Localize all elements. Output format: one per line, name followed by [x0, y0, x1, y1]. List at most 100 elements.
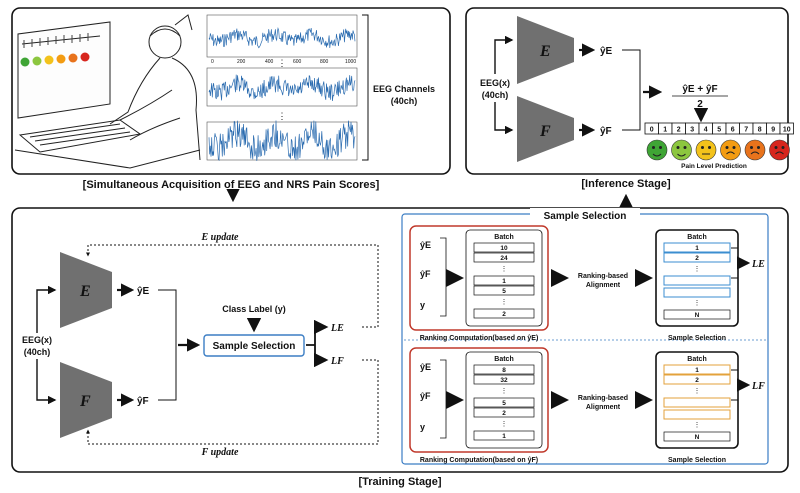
- pain-face-icon: [646, 139, 668, 161]
- loss-e-label: LE: [330, 323, 344, 334]
- train-model-f: [60, 362, 112, 438]
- selected-cell: [663, 275, 731, 286]
- scale-number: 0: [650, 127, 654, 134]
- subject-illustration: [14, 14, 201, 169]
- batch-cell: [473, 374, 535, 385]
- batch-value: 32: [500, 377, 508, 384]
- batch-value: 1: [502, 433, 506, 440]
- face-eye: [701, 146, 704, 149]
- average-denominator: 2: [697, 99, 703, 110]
- selected-value: N: [695, 312, 700, 319]
- batch-value: 2: [502, 311, 506, 318]
- selected-cell: [663, 409, 731, 420]
- class-label: Class Label (y): [222, 304, 286, 314]
- batch-label: Batch: [494, 356, 513, 363]
- scale-number: 6: [731, 127, 735, 134]
- batch-ellipsis: ⋮: [501, 299, 508, 306]
- plot-tick-labels: 0 200 400 600 800 1000: [211, 59, 356, 65]
- pain-face-icon: [695, 139, 717, 161]
- ss-bottom-section: Ranking Computation(based on ŷF) ŷE ŷF y Bat…: [409, 347, 765, 464]
- selected-ellipsis: ⋮: [694, 388, 701, 395]
- batch-value: 10: [500, 245, 508, 252]
- alignment-label: Ranking-based: [578, 273, 628, 280]
- face-mouth: [726, 151, 735, 155]
- batch-ellipsis: ⋮: [501, 388, 508, 395]
- tick-label: 400: [265, 59, 274, 65]
- ranking-caption: Ranking Computation(based on ŷF): [420, 457, 538, 464]
- channels-count: (40ch): [391, 96, 418, 106]
- batch-value: 1: [502, 278, 506, 285]
- selected-cell: [663, 374, 731, 385]
- batch-cell: [473, 285, 535, 296]
- selection-caption: Sample Selection: [668, 457, 726, 464]
- e-update-label: E update: [201, 232, 240, 243]
- batch-label: Batch: [494, 234, 513, 241]
- inference-input-channels: (40ch): [482, 90, 509, 100]
- selected-value: 2: [695, 377, 699, 384]
- batch-value: 8: [502, 367, 506, 374]
- pain-face-icon: [671, 139, 692, 161]
- scale-number: 8: [758, 127, 762, 134]
- tick-label: 200: [237, 59, 246, 65]
- inference-caption: [Inference Stage]: [581, 178, 671, 190]
- training-input-label: EEG(x): [22, 335, 52, 345]
- scale-number: 9: [771, 127, 775, 134]
- batch-value: 5: [502, 288, 506, 295]
- row-label: ŷE: [420, 362, 431, 372]
- pain-face-icon: [720, 139, 741, 161]
- batch-cell: [473, 430, 535, 441]
- model-e-trapezoid: [517, 16, 574, 84]
- alignment-label: Ranking-based: [578, 395, 628, 402]
- training-caption: [Training Stage]: [358, 476, 441, 488]
- pain-face-row: [20, 52, 90, 67]
- eeg-plot-2: [206, 67, 358, 107]
- selected-cell: [663, 309, 731, 320]
- batch-cell: [473, 364, 535, 375]
- eeg-plot-3: [206, 120, 358, 162]
- alignment-label: Alignment: [586, 404, 621, 411]
- face-mouth: [652, 153, 662, 157]
- plot-ellipsis: ⋮: [278, 58, 287, 68]
- face-eye: [732, 146, 736, 149]
- inference-out-f: ŷF: [600, 126, 612, 137]
- selected-value: 2: [695, 255, 699, 262]
- selected-value: 1: [695, 367, 699, 374]
- train-model-e-label: E: [79, 283, 91, 300]
- pain-face-icon: [769, 139, 790, 161]
- selected-ellipsis: ⋮: [694, 266, 701, 273]
- selected-ellipsis: ⋮: [694, 422, 701, 429]
- train-out-f: ŷF: [137, 396, 149, 407]
- row-label: ŷF: [420, 391, 431, 401]
- tick-label: 1000: [345, 59, 356, 65]
- scale-cell: [779, 122, 794, 135]
- loss-label: LE: [751, 259, 765, 270]
- plot-ellipsis: ⋮: [278, 111, 287, 121]
- face-mouth: [677, 153, 686, 157]
- training-input-channels: (40ch): [24, 347, 51, 357]
- tick-label: 0: [211, 59, 214, 65]
- model-f-trapezoid: [517, 96, 574, 162]
- selected-cell: [663, 364, 731, 375]
- eeg-plot-1: [206, 14, 358, 58]
- batch-cell: [473, 275, 535, 286]
- selected-cell: [663, 287, 731, 298]
- face-eye: [781, 146, 785, 149]
- row-label: y: [420, 422, 425, 432]
- row-label: y: [420, 300, 425, 310]
- batch-label: Batch: [687, 234, 706, 241]
- inference-out-e: ŷE: [600, 46, 613, 57]
- selected-cell: [663, 397, 731, 408]
- ranking-caption: Ranking Computation(based on ŷE): [420, 335, 539, 342]
- tick-label: 600: [293, 59, 302, 65]
- acquisition-panel: 0 200 400 600 800 1000 ⋮ ⋮ EEG Channels …: [11, 7, 451, 175]
- face-eye: [725, 146, 729, 149]
- selected-value: N: [695, 434, 700, 441]
- face-eye: [750, 146, 753, 149]
- train-model-e: [60, 252, 112, 328]
- scale-number: 5: [717, 127, 721, 134]
- face-eye: [676, 146, 680, 149]
- sample-selection-label: Sample Selection: [213, 341, 296, 352]
- sample-selection-box: [203, 334, 305, 357]
- batch-cell: [473, 252, 535, 263]
